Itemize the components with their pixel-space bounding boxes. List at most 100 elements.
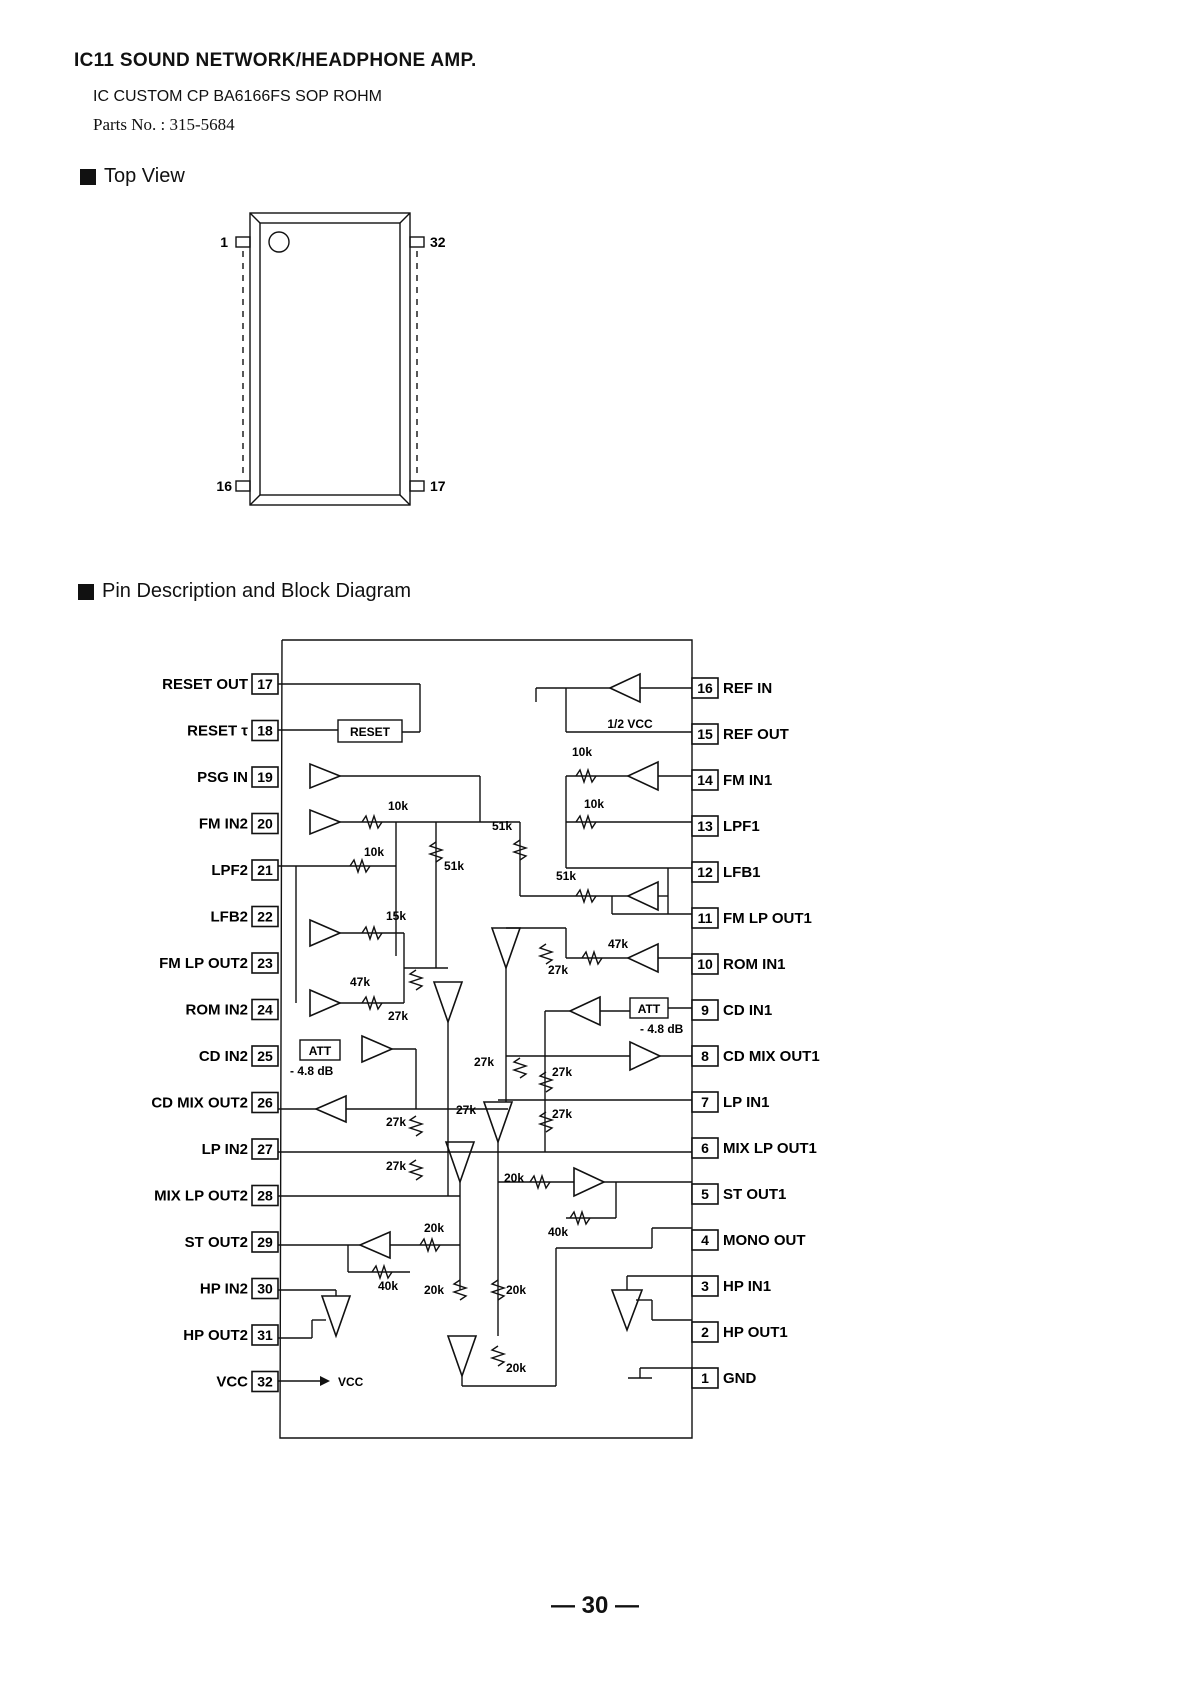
mix-amp-b [432, 981, 464, 1025]
rom2-input-amp [309, 988, 343, 1018]
resistor-icon [427, 841, 445, 863]
pin-number: 20 [257, 816, 273, 832]
pin-box [691, 815, 719, 837]
resistor-icon [569, 1209, 591, 1227]
att-label-right: ATT [638, 1002, 661, 1016]
pin-box [251, 905, 279, 928]
pin-box [251, 1324, 279, 1346]
chip-outline [279, 639, 693, 1439]
pin-name: CD IN1 [723, 1002, 772, 1019]
bevel-line [249, 494, 261, 506]
pin-number: 29 [257, 1234, 273, 1250]
resistor-value: 10k [388, 799, 408, 813]
resistor-icon [537, 943, 555, 965]
pin-name: CD IN2 [199, 1048, 248, 1065]
pin-name: FM IN2 [199, 816, 248, 833]
resistor-icon [407, 1159, 425, 1181]
pin-name: VCC [216, 1374, 248, 1391]
pin-box [691, 999, 719, 1021]
pin-box [691, 953, 719, 975]
mix-amp-a [490, 927, 522, 971]
rom1-input-amp [626, 942, 659, 974]
package-inner-outline [259, 222, 401, 496]
resistor-icon [575, 813, 597, 831]
pin-box [691, 1367, 719, 1389]
pin-lead-1 [235, 236, 251, 248]
pin-box [251, 1231, 279, 1253]
resistor-value: 47k [608, 937, 628, 951]
pin-number: 22 [257, 909, 273, 925]
resistor-icon [537, 1071, 555, 1093]
pin-number: 2 [701, 1324, 709, 1340]
pin-lead-16 [235, 480, 251, 492]
vcc-arrow-icon [320, 1376, 330, 1386]
pin1-marker-icon [268, 231, 290, 253]
att-gain-right: - 4.8 dB [640, 1022, 684, 1036]
resistor-icon [581, 949, 603, 967]
att-label-left: ATT [309, 1044, 332, 1058]
pin-number: 21 [257, 862, 273, 878]
top-view-heading: Top View [80, 165, 185, 188]
page-number: — 30 — [550, 1592, 640, 1619]
resistor-value: 51k [444, 859, 464, 873]
resistor-value: 10k [584, 797, 604, 811]
resistor-icon [349, 857, 371, 875]
resistor-value: 27k [548, 963, 568, 977]
resistor-icon [575, 887, 597, 905]
pin-name: ST OUT2 [185, 1234, 248, 1251]
hp2-amp [320, 1295, 352, 1339]
resistor-value: 20k [506, 1361, 526, 1375]
resistor-value: 27k [474, 1055, 494, 1069]
pin-number: 4 [701, 1232, 709, 1248]
att-gain-left: - 4.8 dB [290, 1064, 334, 1078]
pin-name: FM LP OUT1 [723, 910, 812, 927]
pin-box [691, 769, 719, 791]
pin-name: RESET τ [187, 723, 248, 740]
pin-number: 1 [701, 1370, 709, 1386]
pin-label-1: 1 [220, 234, 228, 250]
ic-part-description: IC CUSTOM CP BA6166FS SOP ROHM [93, 88, 382, 105]
pin-number: 7 [701, 1094, 709, 1110]
pin-name: FM IN1 [723, 772, 772, 789]
resistor-value: 51k [556, 869, 576, 883]
bevel-line [399, 212, 411, 224]
resistor-icon [537, 1111, 555, 1133]
pin-name: HP OUT1 [723, 1324, 788, 1341]
page-title: IC11 SOUND NETWORK/HEADPHONE AMP. [74, 50, 477, 71]
resistor-icon [361, 924, 383, 942]
pin-9: 9 CD IN1 [691, 999, 772, 1021]
pin-name: ROM IN1 [723, 956, 786, 973]
fm2-input-amp [309, 808, 343, 836]
pin-number: 16 [697, 680, 713, 696]
bevel-line [399, 494, 411, 506]
fm1-input-amp [626, 760, 659, 792]
pin-number: 25 [257, 1048, 273, 1064]
mix-amp-c [482, 1101, 514, 1145]
pin-box [691, 1229, 719, 1251]
pin-box [251, 952, 279, 974]
pin-number: 9 [701, 1002, 709, 1018]
pin-number: 19 [257, 769, 273, 785]
pin-label-32: 32 [430, 234, 446, 250]
hp1-amp [610, 1289, 644, 1333]
resistor-icon [575, 767, 597, 785]
resistor-icon [361, 994, 383, 1012]
pin-name: HP IN1 [723, 1278, 771, 1295]
pin-2: 2 HP OUT1 [691, 1321, 788, 1343]
package-top-view: 1 32 16 17 [216, 212, 446, 506]
pin-name: LP IN2 [202, 1141, 248, 1158]
resistor-value: 27k [388, 1009, 408, 1023]
resistor-value: 10k [364, 845, 384, 859]
pin-number: 26 [257, 1095, 273, 1111]
half-vcc-label: 1/2 VCC [607, 717, 653, 731]
